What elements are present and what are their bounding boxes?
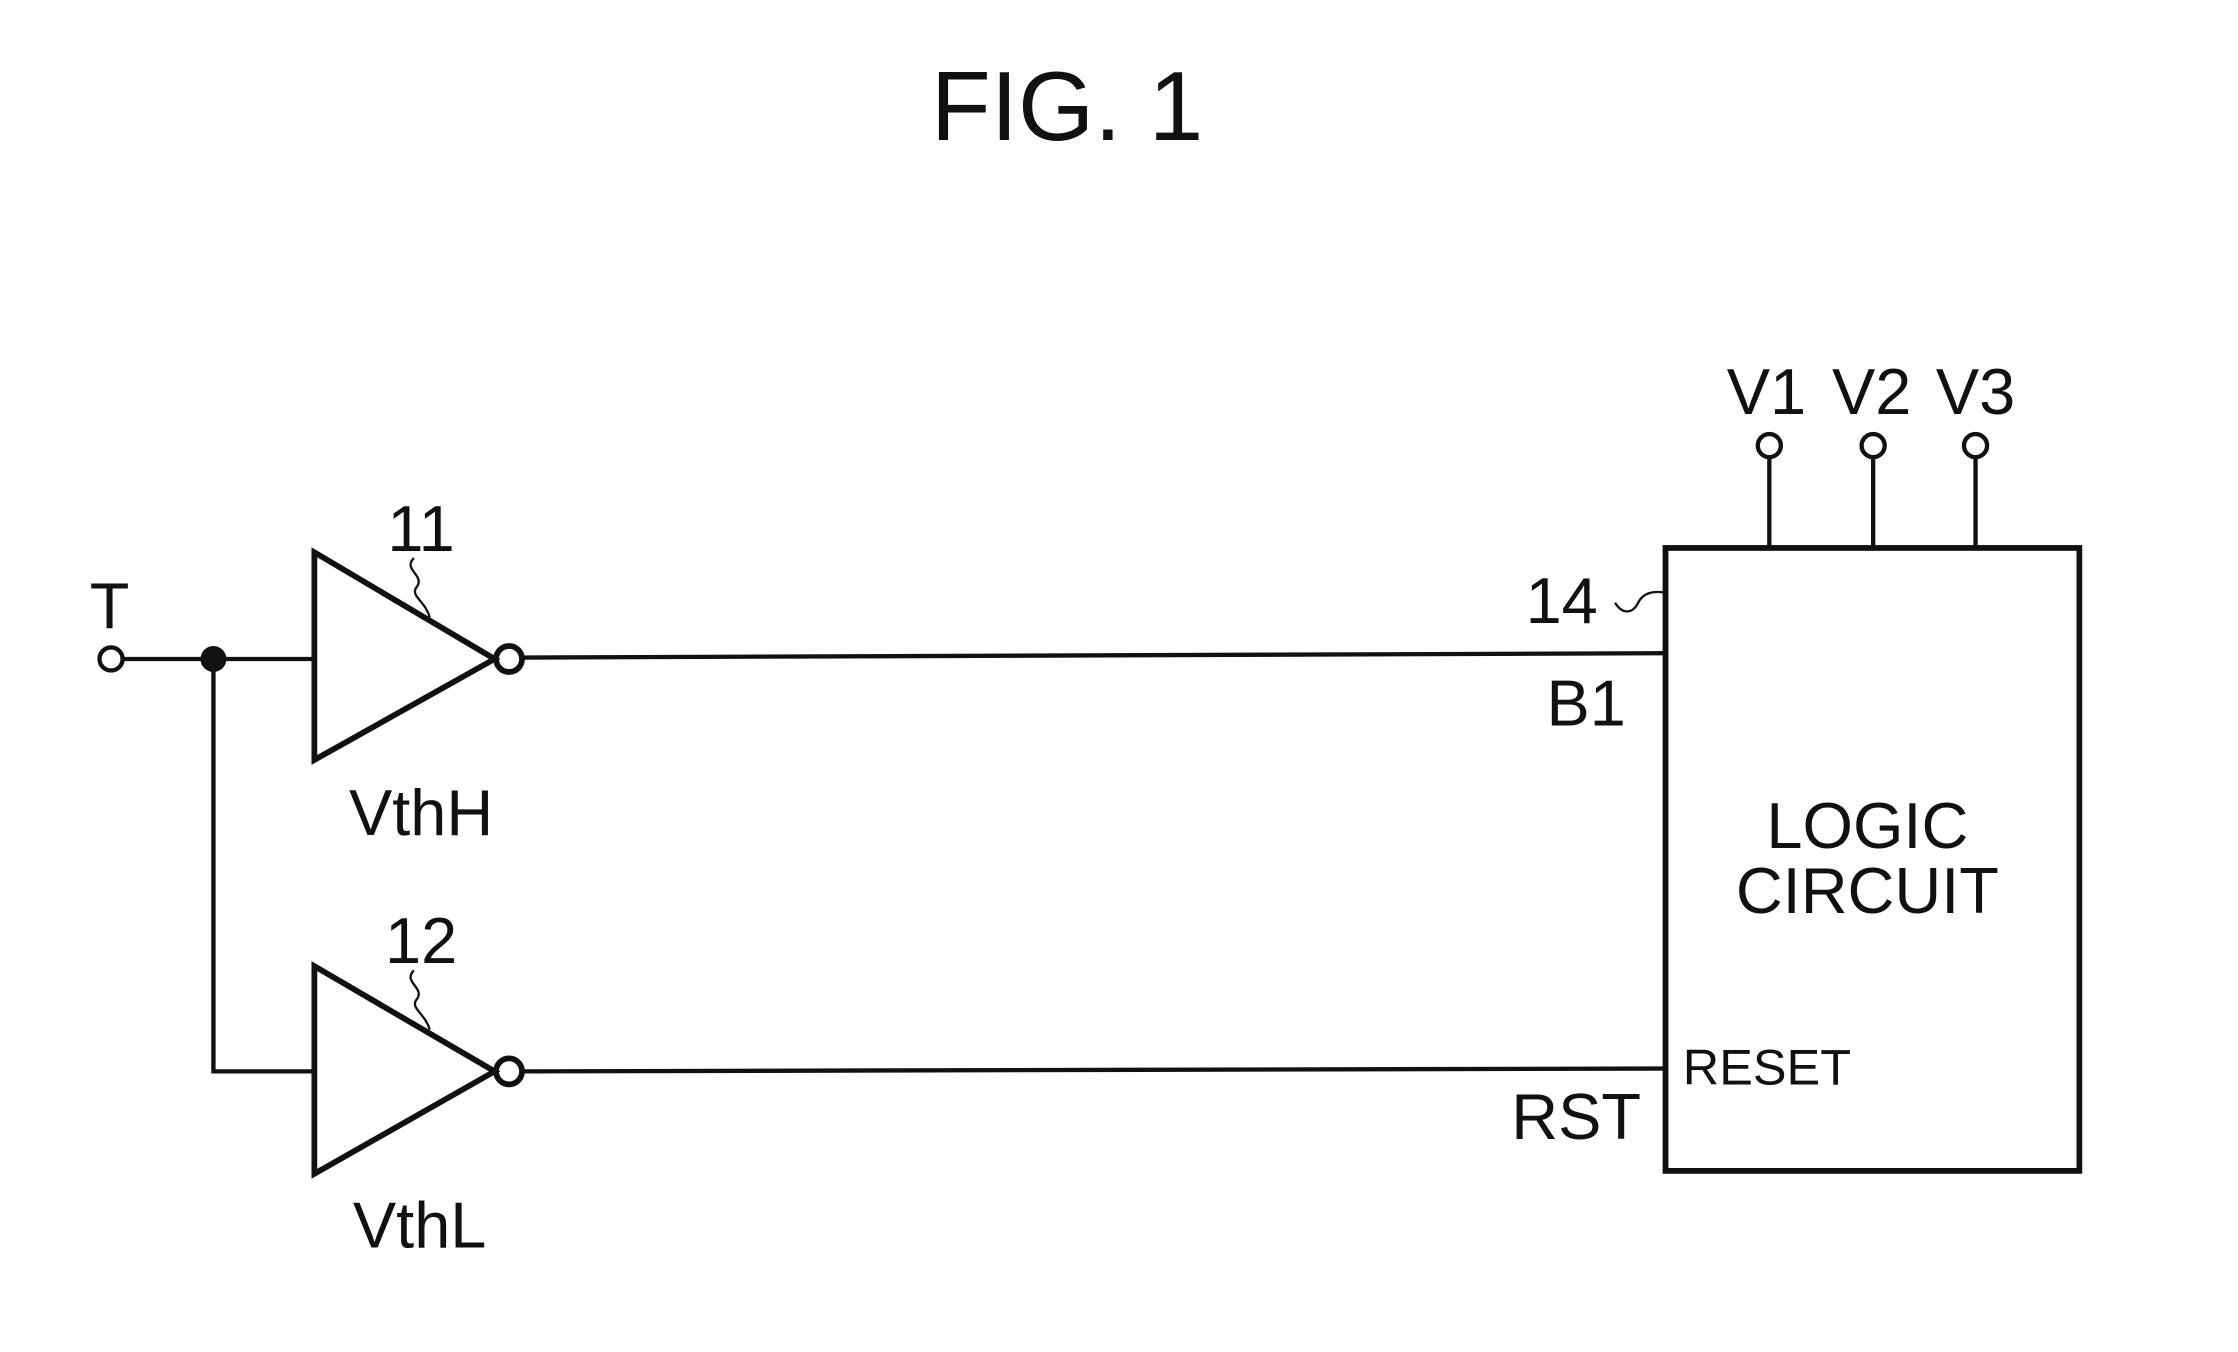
b1-wire xyxy=(522,653,1665,657)
terminal-t-circle xyxy=(100,647,123,670)
signal-b1-label: B1 xyxy=(1547,666,1626,739)
inverter-12-threshold: VthL xyxy=(353,1188,486,1261)
inverter-12-triangle xyxy=(314,966,494,1174)
logic-circuit-ref: 14 xyxy=(1526,564,1598,637)
terminal-v3-label: V3 xyxy=(1936,355,2015,428)
signal-rst-label: RST xyxy=(1511,1080,1641,1153)
terminal-v2-label: V2 xyxy=(1832,355,1911,428)
reset-port-label: RESET xyxy=(1683,1038,1851,1095)
logic-circuit-leader xyxy=(1615,592,1665,611)
terminal-v3-circle xyxy=(1964,434,1987,457)
inverter-11-threshold: VthH xyxy=(349,776,493,849)
terminal-v1-label: V1 xyxy=(1727,355,1806,428)
inverter-11-triangle xyxy=(314,552,494,760)
inverter-12-ref: 12 xyxy=(385,904,457,977)
inverter-11-ref: 11 xyxy=(387,492,454,565)
rst-wire xyxy=(522,1069,1665,1072)
figure-title: FIG. 1 xyxy=(931,51,1203,161)
terminal-t-label: T xyxy=(90,570,130,643)
logic-circuit-label-line1: LOGIC xyxy=(1766,789,1968,862)
branch-wire xyxy=(213,659,314,1071)
terminal-v2-circle xyxy=(1862,434,1885,457)
terminal-v1-circle xyxy=(1758,434,1781,457)
logic-circuit-label-line2: CIRCUIT xyxy=(1736,854,1999,927)
